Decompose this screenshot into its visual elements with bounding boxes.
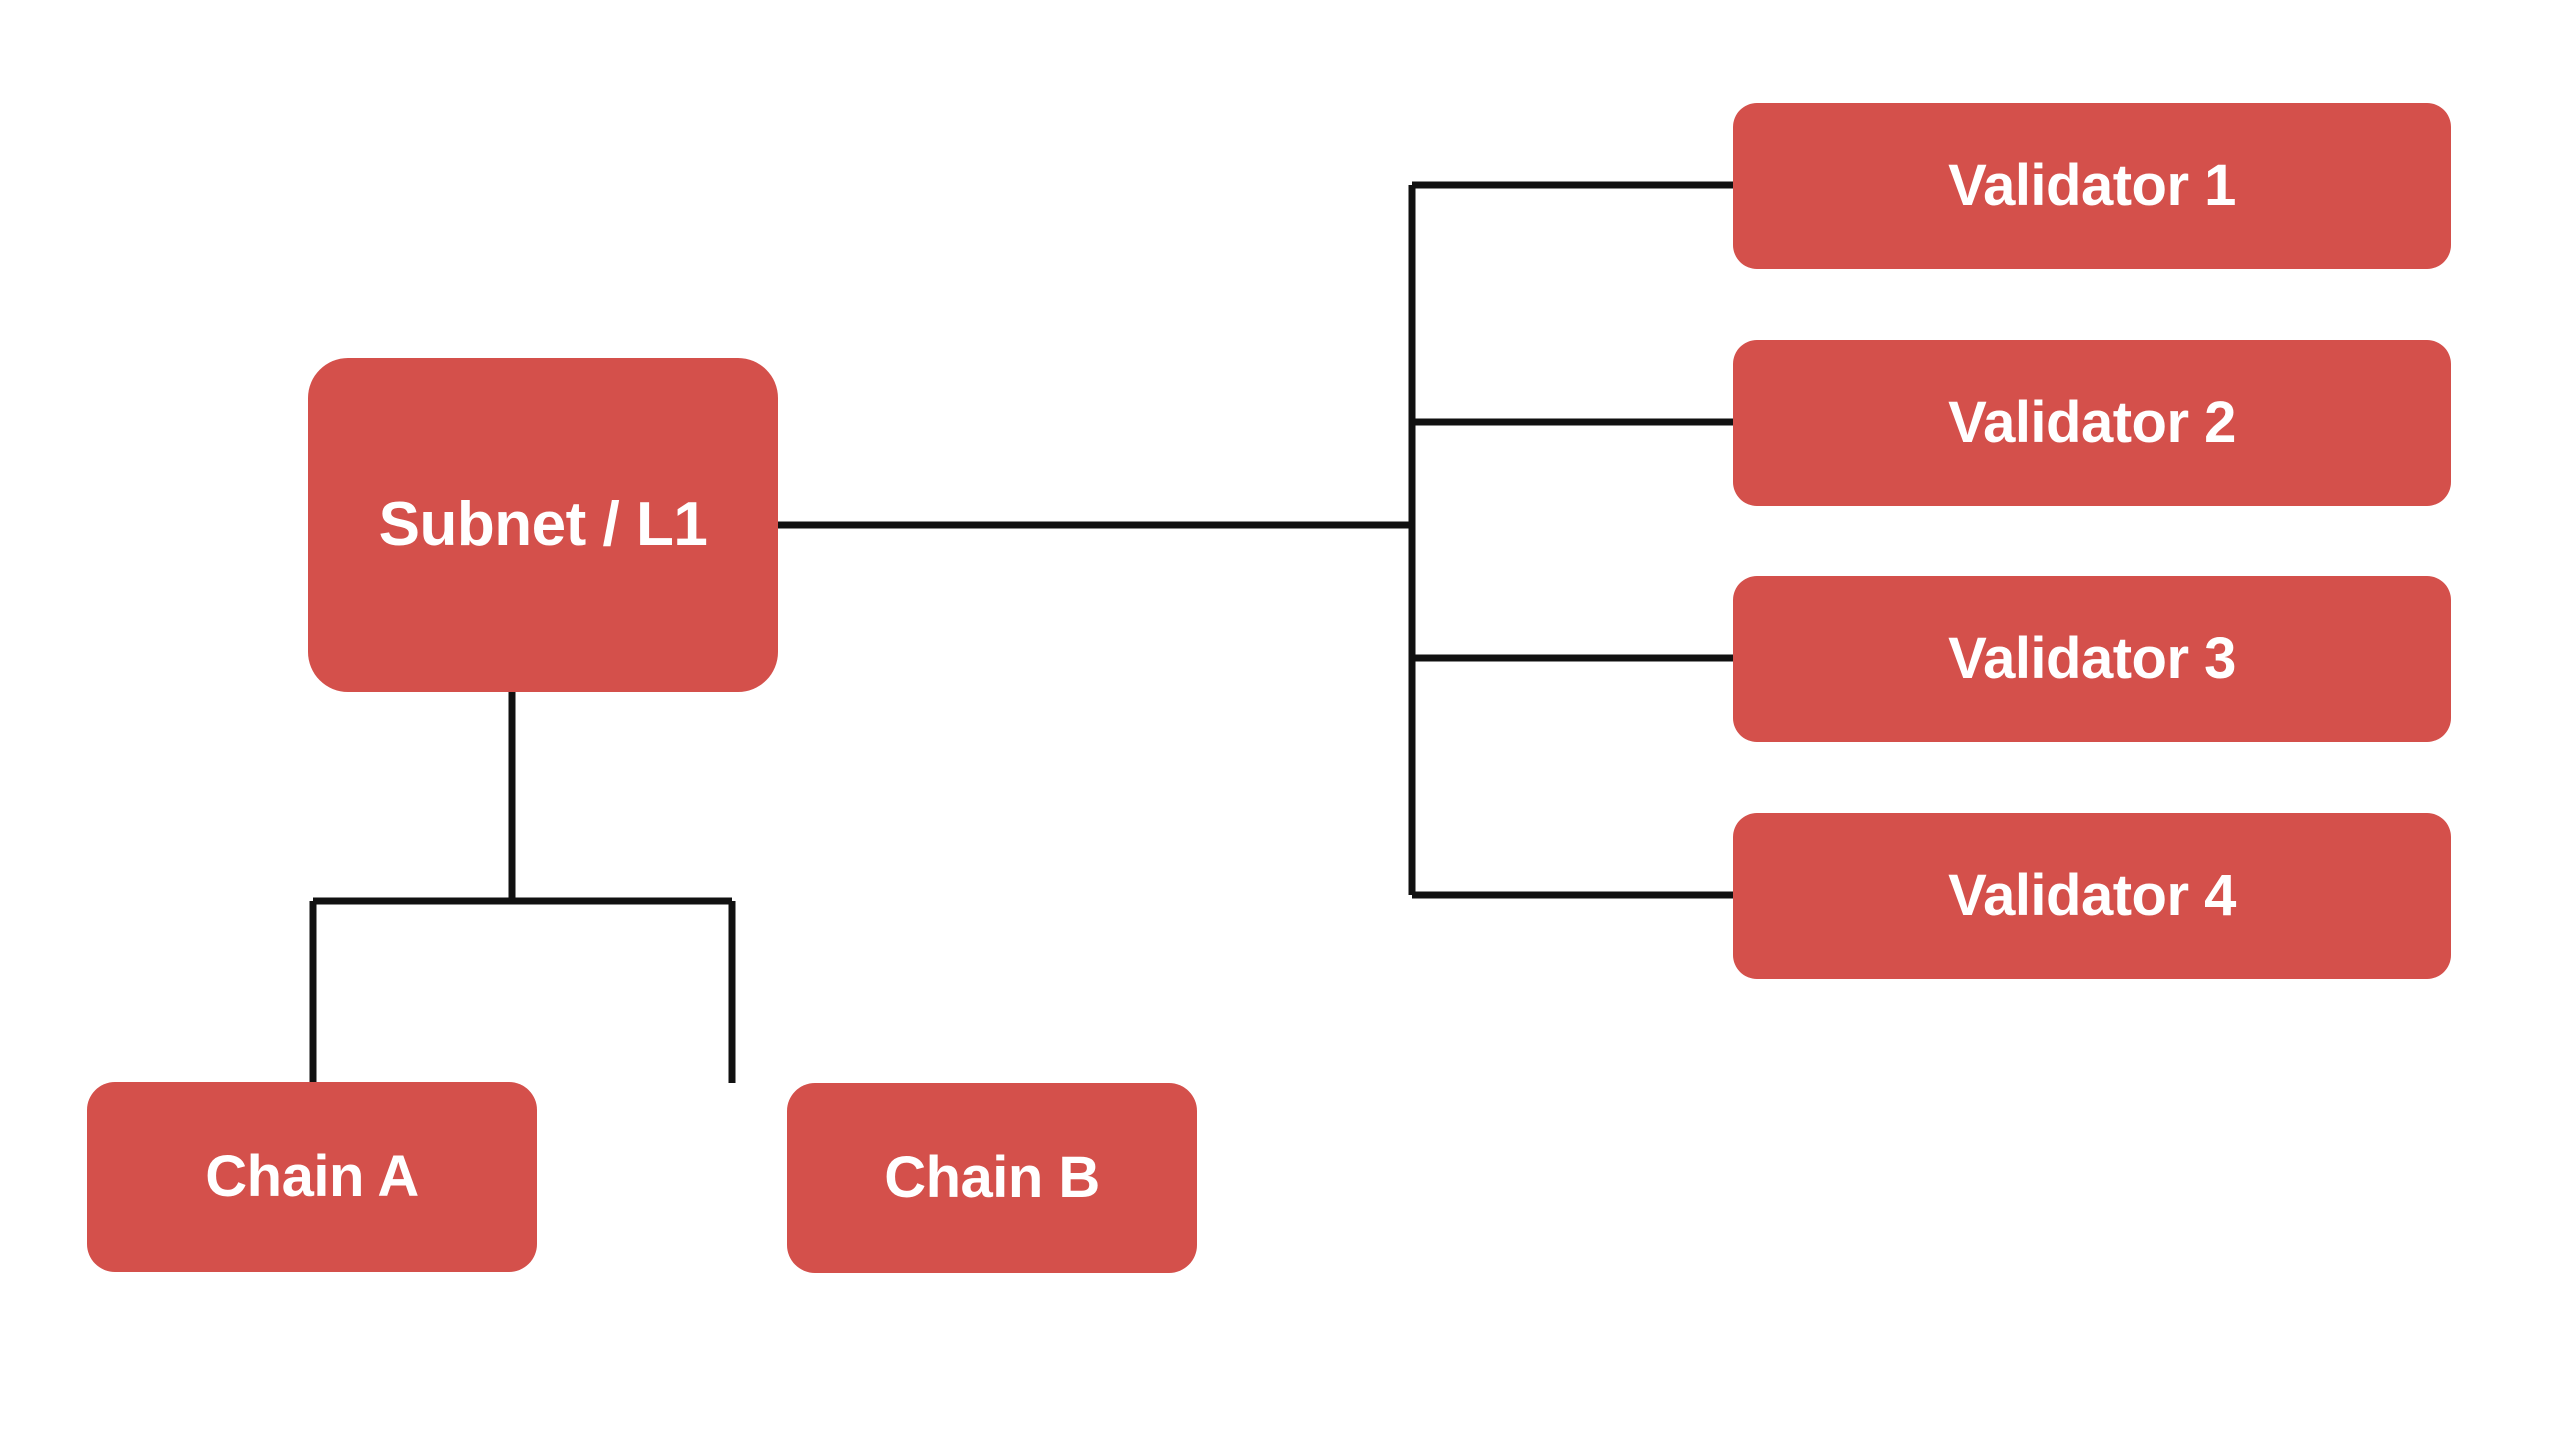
node-validator-1-label: Validator 1 (1948, 153, 2236, 218)
node-chain-b[interactable]: Chain B (787, 1083, 1197, 1273)
node-subnet-l1-label: Subnet / L1 (378, 490, 708, 559)
node-validator-2-label: Validator 2 (1948, 390, 2236, 455)
node-validator-2[interactable]: Validator 2 (1733, 340, 2451, 506)
node-chain-a-label: Chain A (205, 1144, 419, 1209)
node-validator-4[interactable]: Validator 4 (1733, 813, 2451, 979)
node-validator-4-label: Validator 4 (1948, 863, 2236, 928)
node-chain-a[interactable]: Chain A (87, 1082, 537, 1272)
node-chain-b-label: Chain B (884, 1145, 1100, 1210)
node-validator-3[interactable]: Validator 3 (1733, 576, 2451, 742)
node-validator-3-label: Validator 3 (1948, 626, 2236, 691)
node-validator-1[interactable]: Validator 1 (1733, 103, 2451, 269)
node-subnet-l1[interactable]: Subnet / L1 (308, 358, 778, 692)
